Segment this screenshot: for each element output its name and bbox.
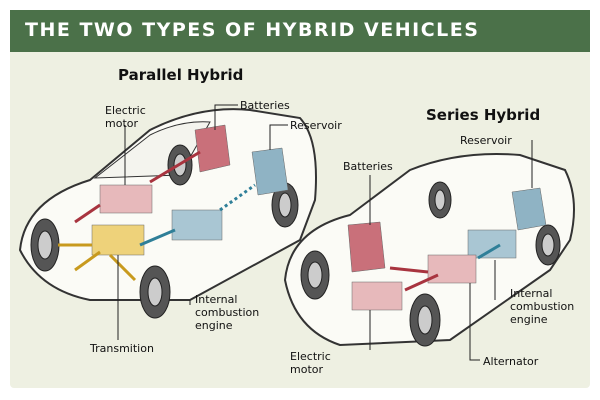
leader-lines bbox=[117, 104, 533, 361]
parallel-components bbox=[91, 124, 289, 256]
series-label-reservoir: Reservoir bbox=[460, 134, 512, 147]
parallel-reservoir-block bbox=[251, 147, 289, 196]
parallel-label-transmission: Transmition bbox=[90, 342, 154, 355]
parallel-label-reservoir: Reservoir bbox=[290, 119, 342, 132]
series-label-electric-motor: Electric motor bbox=[290, 350, 331, 376]
series-arrows bbox=[389, 243, 501, 292]
parallel-label-batteries: Batteries bbox=[240, 99, 290, 112]
series-wheels bbox=[300, 181, 561, 347]
header-bar: THE TWO TYPES OF HYBRID VEHICLES bbox=[10, 10, 590, 52]
series-engine-block bbox=[467, 229, 517, 259]
series-reservoir-block bbox=[511, 187, 547, 231]
series-label-alternator: Alternator bbox=[483, 355, 539, 368]
series-label-engine: Internal combustion engine bbox=[510, 287, 575, 326]
parallel-label-engine: Internal combustion engine bbox=[195, 293, 260, 332]
parallel-arrows bbox=[58, 150, 256, 282]
parallel-label-electric-motor: Electric motor bbox=[105, 104, 146, 130]
series-label-batteries: Batteries bbox=[343, 160, 393, 173]
parallel-batteries-block bbox=[194, 124, 231, 173]
parallel-transmission-block bbox=[91, 224, 145, 256]
parallel-title: Parallel Hybrid bbox=[118, 66, 244, 84]
parallel-engine-block bbox=[171, 209, 223, 241]
page-title: THE TWO TYPES OF HYBRID VEHICLES bbox=[25, 19, 480, 41]
series-title: Series Hybrid bbox=[426, 106, 541, 124]
series-alternator-block bbox=[427, 254, 477, 284]
parallel-motor-block bbox=[99, 184, 153, 214]
series-components bbox=[347, 187, 547, 311]
series-motor-block bbox=[351, 281, 403, 311]
series-batteries-block bbox=[347, 221, 386, 273]
